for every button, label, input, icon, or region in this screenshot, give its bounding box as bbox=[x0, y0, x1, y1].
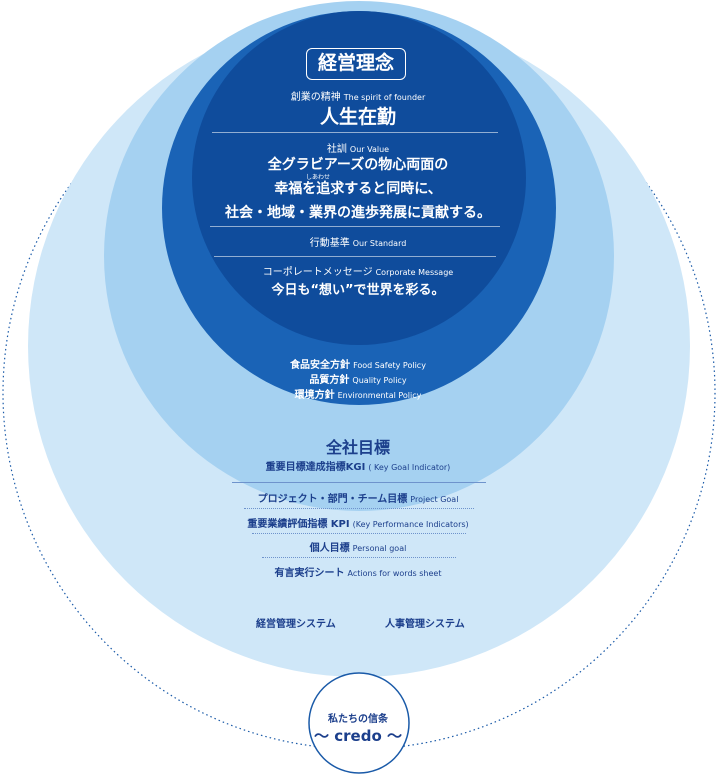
policy-quality-en: Quality Policy bbox=[352, 376, 407, 385]
goals-dotted-divider-3 bbox=[262, 557, 456, 558]
kgi-label-en: ( Key Goal Indicator) bbox=[368, 463, 451, 472]
our-value-line-1: 全グラビアーズの物心両面の bbox=[267, 157, 449, 173]
credo-text: 〜 credo 〜 bbox=[314, 727, 402, 745]
founder-spirit-text: 人生在勤 bbox=[319, 106, 396, 128]
our-value-line-3: 社会・地域・業界の進歩発展に貢献する。 bbox=[225, 205, 491, 221]
goal-personal-en: Personal goal bbox=[352, 544, 407, 553]
policy-quality-jp: 品質方針 bbox=[309, 375, 350, 386]
company-goal-title: 全社目標 bbox=[325, 438, 390, 457]
goals-dotted-divider-2 bbox=[252, 533, 466, 534]
our-standard-label-en: Our Standard bbox=[352, 239, 407, 248]
our-value-label-en: Our Value bbox=[349, 145, 390, 154]
core-divider-2 bbox=[210, 226, 500, 227]
management-philosophy-title: 経営理念 bbox=[306, 48, 406, 80]
our-value-line-2: 幸福を追求すると同時に、 bbox=[274, 181, 442, 197]
our-value-label-jp: 社訓 bbox=[326, 144, 347, 155]
hr-system-label: 人事管理システム bbox=[385, 619, 465, 630]
corporate-message-text: 今日も“想い”で世界を彩る。 bbox=[271, 283, 445, 298]
kgi-label: 重要目標達成指標KGI( Key Goal Indicator) bbox=[0, 458, 716, 473]
management-system-label: 経営管理システム bbox=[256, 619, 336, 630]
goal-project-en: Project Goal bbox=[410, 495, 459, 504]
goal-kpi-en: (Key Performance Indicators) bbox=[352, 520, 469, 529]
core-divider-3 bbox=[214, 256, 496, 257]
policy-food-safety-en: Food Safety Policy bbox=[353, 361, 426, 370]
goal-actions-sheet-jp: 有言実行シート bbox=[274, 568, 345, 579]
policy-food-safety-jp: 食品安全方針 bbox=[290, 360, 351, 371]
credo-circle bbox=[308, 672, 410, 774]
goals-divider bbox=[232, 482, 486, 483]
our-standard-label-jp: 行動基準 bbox=[309, 238, 350, 249]
corporate-message-label-en: Corporate Message bbox=[375, 268, 454, 277]
founder-spirit-label-jp: 創業の精神 bbox=[290, 92, 341, 103]
goals-dotted-divider-1 bbox=[244, 508, 474, 509]
goal-personal-jp: 個人目標 bbox=[309, 543, 350, 554]
corporate-message-label-jp: コーポレートメッセージ bbox=[262, 267, 373, 278]
core-blue-circle bbox=[192, 11, 526, 345]
goal-project-jp: プロジェクト・部門・チーム目標 bbox=[257, 494, 408, 505]
policy-environmental-jp: 環境方針 bbox=[294, 390, 335, 401]
goal-kpi: 重要業績評価指標 KPI(Key Performance Indicators) bbox=[0, 515, 716, 530]
our-value-ruby: しあわせ bbox=[306, 174, 331, 181]
goal-kpi-jp: 重要業績評価指標 KPI bbox=[247, 519, 350, 530]
core-divider-1 bbox=[212, 132, 498, 133]
goal-actions-sheet-en: Actions for words sheet bbox=[347, 569, 442, 578]
kgi-label-jp: 重要目標達成指標KGI bbox=[265, 462, 366, 473]
credo-label: 私たちの信条 bbox=[328, 714, 388, 725]
founder-spirit-label-en: The spirit of founder bbox=[343, 93, 426, 102]
policy-environmental-en: Environmental Policy bbox=[337, 391, 422, 400]
